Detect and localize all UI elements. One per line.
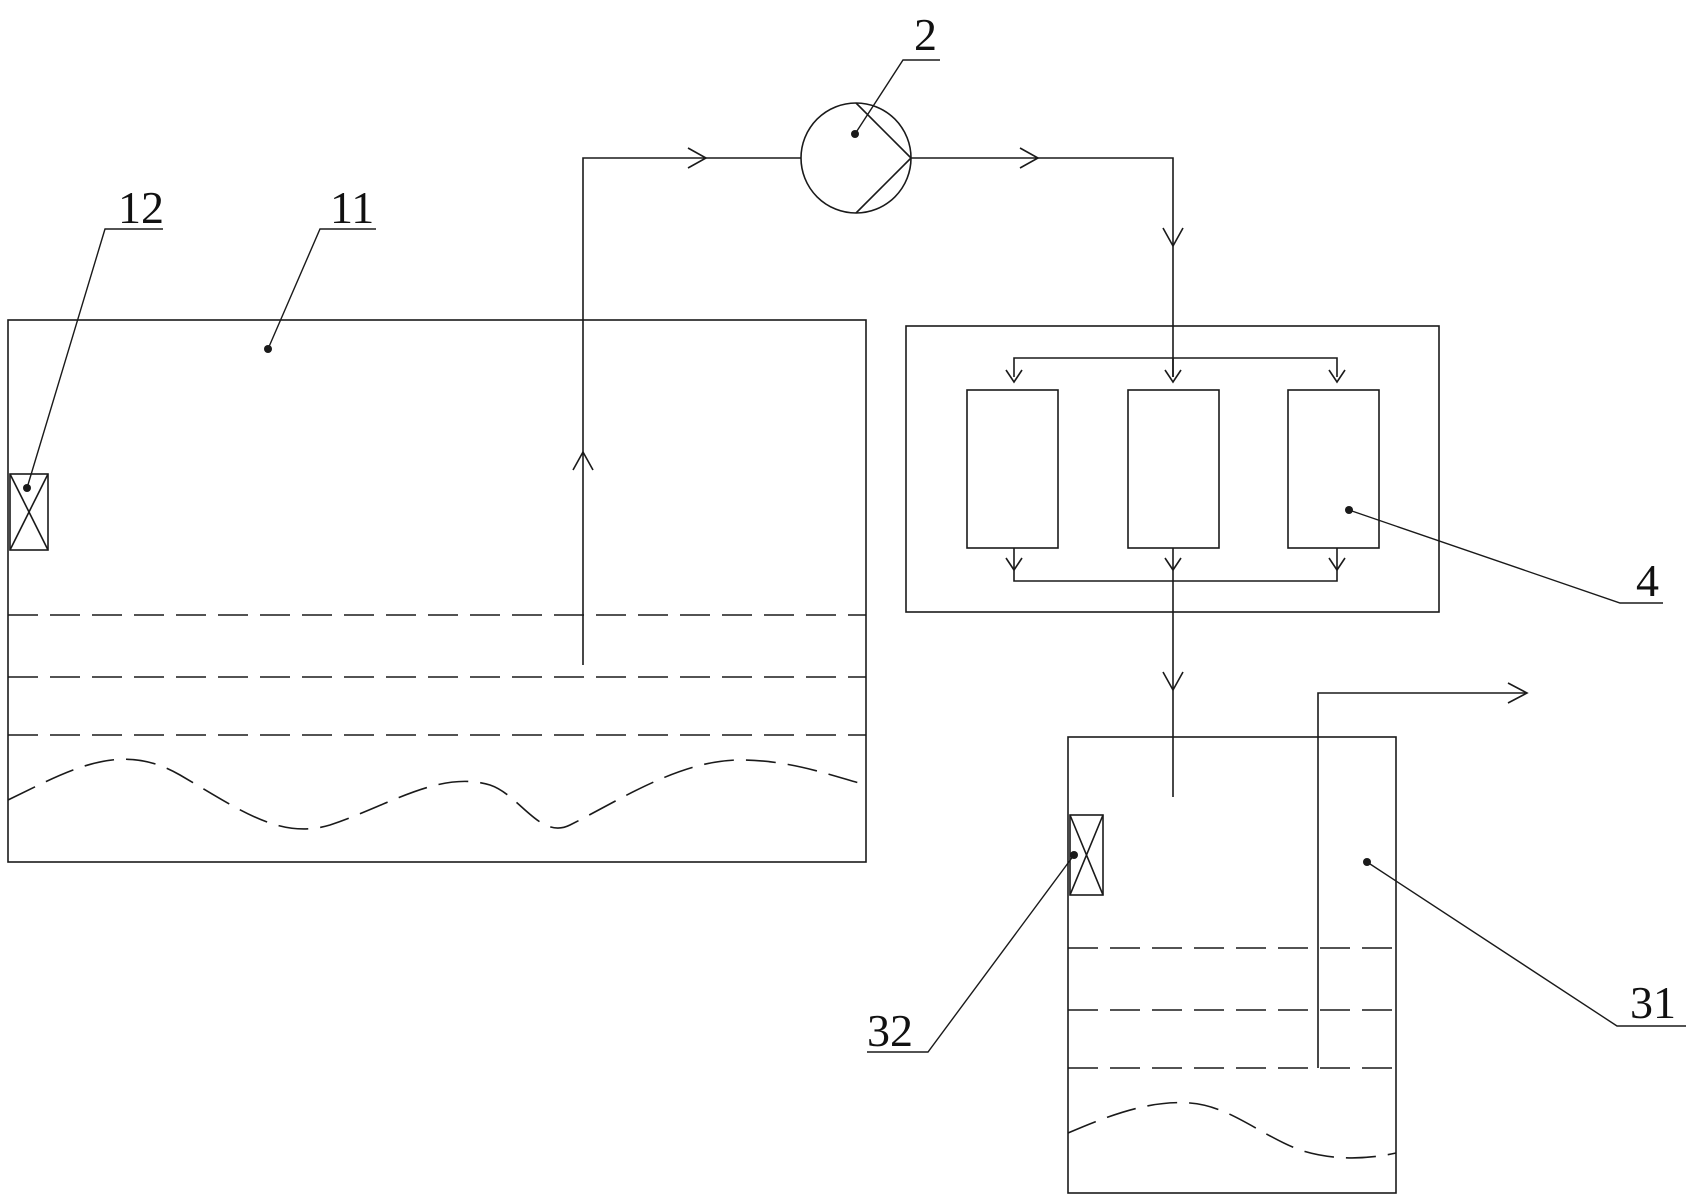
discharge-down-arrow — [1162, 227, 1184, 248]
discharge-right-arrow — [1019, 147, 1040, 169]
discharge-pipe — [911, 147, 1184, 377]
output-right-arrow — [1507, 682, 1529, 704]
suction-pipe — [572, 147, 801, 665]
right-tank — [1067, 736, 1397, 1194]
outlet-down-arrow — [1162, 671, 1184, 692]
outlet-manifold — [1013, 548, 1338, 582]
output-pipe — [1317, 682, 1529, 1068]
filter-unit — [905, 325, 1440, 613]
label-tank-right: 31 — [1630, 977, 1676, 1028]
label-sensor-right: 32 — [867, 1005, 913, 1056]
leader-pump — [854, 59, 940, 135]
leader-sensor-left — [26, 228, 163, 489]
filter-column-1 — [966, 389, 1059, 549]
label-pump: 2 — [914, 9, 937, 60]
filter-column-3 — [1287, 389, 1380, 549]
leader-tank-right — [1366, 861, 1686, 1027]
inlet-manifold — [1013, 357, 1338, 377]
label-filter-unit: 4 — [1636, 555, 1659, 606]
right-sensor — [1069, 814, 1104, 896]
left-tank-water-wave — [7, 758, 867, 830]
label-sensor-left: 12 — [118, 182, 164, 233]
outlet-pipe — [1162, 581, 1184, 797]
right-tank-water-wave — [1067, 1101, 1397, 1159]
left-sensor — [9, 473, 49, 551]
label-tank-left: 11 — [330, 182, 374, 233]
filter-column-2 — [1127, 389, 1220, 549]
left-tank — [7, 319, 867, 863]
suction-up-arrow — [572, 450, 594, 471]
pump — [800, 102, 912, 214]
leader-tank-left — [267, 228, 376, 350]
suction-right-arrow — [687, 147, 708, 169]
leader-filter-unit — [1348, 509, 1663, 604]
leader-sensor-right — [867, 854, 1075, 1053]
